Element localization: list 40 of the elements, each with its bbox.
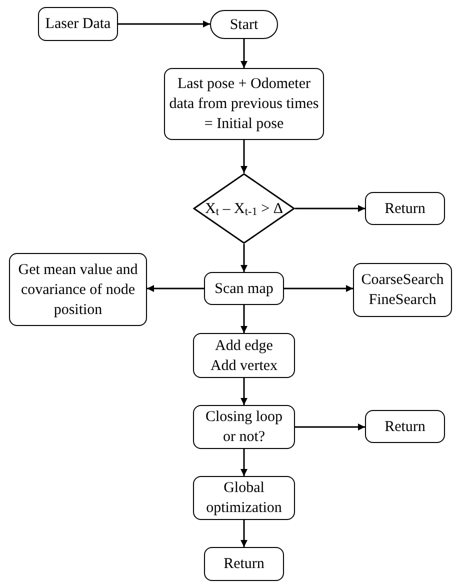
node-text: Start xyxy=(230,16,258,34)
process-box xyxy=(38,7,118,41)
arrow xyxy=(295,424,365,430)
arrow xyxy=(240,140,248,173)
arrow xyxy=(240,305,248,333)
decision-diamond xyxy=(193,173,295,244)
node-text: Add vertex xyxy=(210,356,278,376)
process-box xyxy=(353,263,452,317)
node-text: Last pose + Odometer data from previous times = Initial pose xyxy=(169,75,319,134)
arrow xyxy=(295,205,365,212)
arrow xyxy=(147,285,204,292)
node-text: Return xyxy=(384,200,426,218)
arrow xyxy=(240,378,248,405)
node-text: FineSearch xyxy=(368,291,436,310)
node-text: Return xyxy=(224,555,264,574)
process-box xyxy=(9,253,147,326)
arrow xyxy=(240,39,248,68)
node-text: Global optimization xyxy=(205,479,283,518)
process-box xyxy=(193,333,295,378)
node-text: CoarseSearch xyxy=(361,271,444,290)
process-box xyxy=(193,476,295,520)
node-text: Laser Data xyxy=(45,15,111,34)
process-box xyxy=(365,410,445,443)
arrow xyxy=(240,520,248,547)
node-text: Scan map xyxy=(214,280,274,298)
arrow xyxy=(284,285,353,292)
terminal-box xyxy=(210,10,278,39)
arrow xyxy=(240,449,248,476)
process-box xyxy=(164,68,324,140)
process-box xyxy=(365,192,445,225)
process-box xyxy=(193,405,295,449)
node-text: Closing loop or not? xyxy=(204,408,284,447)
node-text: Add edge xyxy=(215,336,273,356)
process-box xyxy=(204,547,284,581)
node-text: Return xyxy=(384,418,426,436)
arrow xyxy=(240,244,248,272)
node-text: X$_{t}$ – X$_{t-1}$ > Δ xyxy=(205,200,283,218)
arrow xyxy=(118,20,210,28)
node-text: Get mean value and covariance of node position xyxy=(17,260,139,320)
process-box xyxy=(204,272,284,305)
